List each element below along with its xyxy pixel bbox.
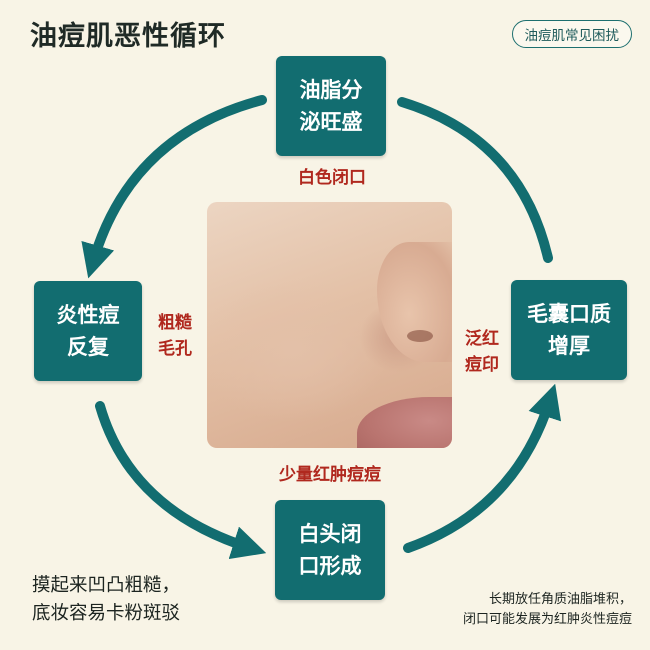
arrow-top-to-left (81, 95, 267, 279)
label-red-acne-marks: 泛红 痘印 (465, 329, 499, 375)
note-long-term-warning: 长期放任角质油脂堆积， 闭口可能发展为红肿炎性痘痘 (462, 592, 632, 627)
arrow-right-to-top (397, 97, 553, 263)
lip-shape (357, 397, 452, 448)
nostril-shape (407, 330, 433, 342)
node-whitehead-formation: 白头闭 口形成 (275, 500, 385, 600)
label-rough-pores: 粗糙 毛孔 (158, 313, 192, 359)
topic-badge: 油痘肌常见困扰 (511, 20, 632, 48)
label-few-red-pimples: 少量红肿痘痘 (279, 465, 381, 485)
page-title: 油痘肌恶性循环 (30, 21, 226, 52)
label-white-closed-comedones: 白色闭口 (298, 168, 366, 188)
node-oil-secretion: 油脂分 泌旺盛 (276, 56, 386, 156)
node-recurring-acne: 炎性痘 反复 (34, 281, 142, 381)
arrow-left-to-bottom (95, 401, 267, 560)
skin-closeup-photo (207, 202, 452, 448)
arrow-bottom-to-right (403, 383, 562, 553)
note-texture-makeup: 摸起来凹凸粗糙， 底妆容易卡粉斑驳 (32, 575, 181, 624)
nose-shape (377, 242, 452, 362)
node-follicle-thickening: 毛囊口质 增厚 (511, 280, 627, 380)
